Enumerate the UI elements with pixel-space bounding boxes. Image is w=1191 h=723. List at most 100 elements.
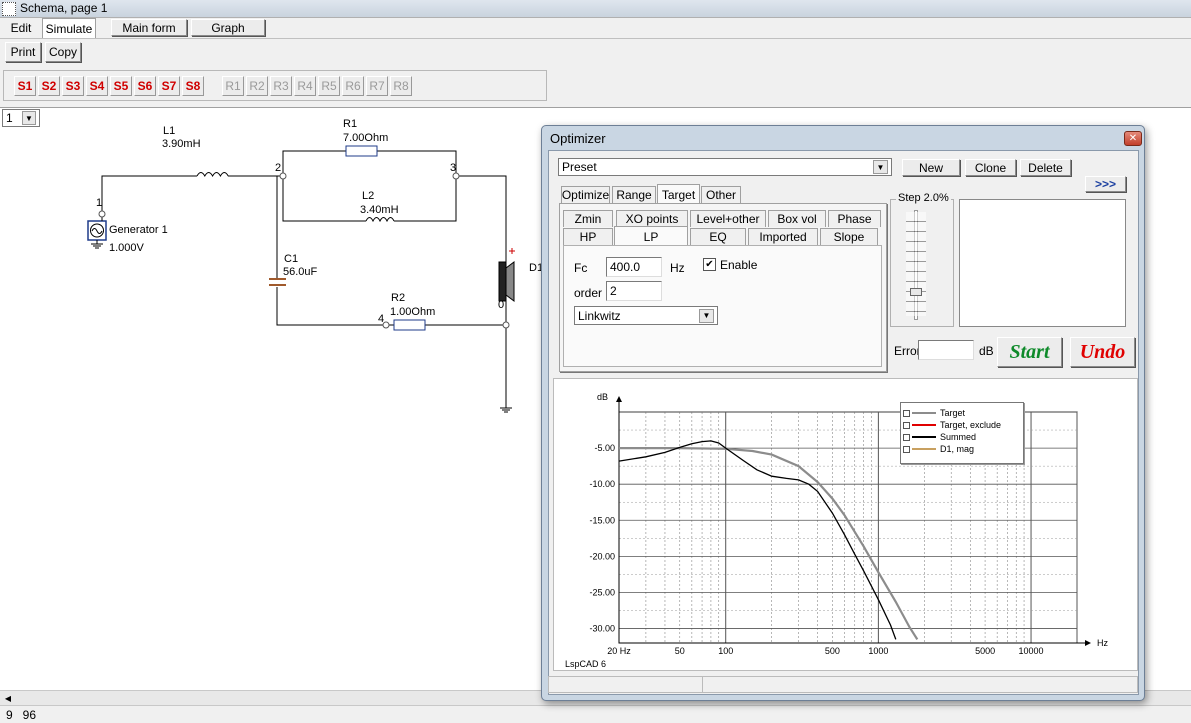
- optimizer-statusbar: [548, 676, 1138, 693]
- label-C1-value: 56.0uF: [283, 266, 318, 278]
- scroll-left-icon[interactable]: ◀: [4, 693, 12, 703]
- delete-button[interactable]: Delete: [1020, 159, 1071, 176]
- snapshot-save-button-2[interactable]: S2: [38, 76, 60, 96]
- tab-xo-points[interactable]: XO points: [616, 210, 688, 227]
- generator-symbol: [87, 203, 107, 249]
- y-tick-label: -15.00: [589, 515, 615, 525]
- error-input[interactable]: [918, 340, 974, 360]
- tab-range[interactable]: Range: [612, 186, 656, 203]
- filter-type-select[interactable]: Linkwitz ▼: [574, 306, 718, 325]
- node-label-1: 1: [96, 197, 103, 209]
- wire: [282, 150, 346, 176]
- node-label-2: 2: [275, 162, 282, 174]
- app-icon: [2, 2, 16, 16]
- tab-imported[interactable]: Imported: [748, 228, 818, 245]
- legend-entry[interactable]: Target, exclude: [903, 419, 1021, 431]
- db-label: dB: [979, 344, 994, 358]
- snapshot-recall-button-5[interactable]: R5: [318, 76, 340, 96]
- snapshot-save-button-5[interactable]: S5: [110, 76, 132, 96]
- new-button[interactable]: New: [902, 159, 960, 176]
- snapshot-recall-button-1[interactable]: R1: [222, 76, 244, 96]
- snapshot-save-button-1[interactable]: S1: [14, 76, 36, 96]
- series-line-summed: [618, 440, 897, 640]
- x-tick-label: 10000: [1019, 646, 1044, 656]
- close-icon[interactable]: ✕: [1124, 131, 1142, 146]
- label-generator-value: 1.000V: [109, 242, 144, 254]
- snapshot-recall-button-8[interactable]: R8: [390, 76, 412, 96]
- tab-hp[interactable]: HP: [563, 228, 613, 245]
- snapshot-save-button-4[interactable]: S4: [86, 76, 108, 96]
- legend-checkbox[interactable]: [903, 445, 910, 453]
- tab-other[interactable]: Other: [701, 186, 741, 203]
- snapshot-save-button-6[interactable]: S6: [134, 76, 156, 96]
- fc-input[interactable]: 400.0: [606, 257, 662, 277]
- legend-label: Summed: [940, 432, 977, 442]
- snapshot-save-button-7[interactable]: S7: [158, 76, 180, 96]
- tab-edit[interactable]: Edit: [2, 19, 40, 37]
- order-input[interactable]: 2: [606, 281, 662, 301]
- statusbar-divider: [702, 677, 703, 692]
- legend-entry[interactable]: Summed: [903, 431, 1021, 443]
- clone-button[interactable]: Clone: [965, 159, 1016, 176]
- chevron-down-icon[interactable]: ▼: [22, 111, 36, 125]
- snapshot-recall-button-7[interactable]: R7: [366, 76, 388, 96]
- snapshot-recall-button-4[interactable]: R4: [294, 76, 316, 96]
- copy-button[interactable]: Copy: [45, 42, 81, 62]
- snapshot-save-button-3[interactable]: S3: [62, 76, 84, 96]
- x-tick-label: 100: [718, 646, 733, 656]
- preset-select[interactable]: Preset ▼: [558, 158, 892, 176]
- legend-checkbox[interactable]: [903, 409, 910, 417]
- inductor-L1: [196, 172, 229, 178]
- schematic-drawing[interactable]: [0, 107, 545, 690]
- snapshot-recall-button-3[interactable]: R3: [270, 76, 292, 96]
- series-line-target: [619, 446, 919, 640]
- legend-label: Target: [940, 408, 966, 418]
- label-R1-value: 7.00Ohm: [343, 132, 389, 144]
- tab-eq[interactable]: EQ: [690, 228, 746, 245]
- x-tick-label: 50: [675, 646, 685, 656]
- undo-button[interactable]: Undo: [1070, 337, 1135, 367]
- start-button[interactable]: Start: [997, 337, 1062, 367]
- snapshot-save-button-8[interactable]: S8: [182, 76, 204, 96]
- x-axis-label: Hz: [1097, 638, 1108, 648]
- step-slider-thumb[interactable]: [910, 288, 922, 296]
- more-button[interactable]: >>>: [1085, 176, 1126, 192]
- resistor-R2: [393, 319, 426, 331]
- legend-checkbox[interactable]: [903, 433, 910, 441]
- page-select[interactable]: 1 ▼: [2, 109, 40, 127]
- tab-target[interactable]: Target: [657, 184, 700, 204]
- enable-checkbox[interactable]: ✔: [703, 258, 716, 271]
- tab-phase[interactable]: Phase: [828, 210, 881, 227]
- legend-checkbox[interactable]: [903, 421, 910, 429]
- legend-entry[interactable]: D1, mag: [903, 443, 1021, 455]
- legend-entry[interactable]: Target: [903, 407, 1021, 419]
- legend-label: D1, mag: [940, 444, 975, 454]
- tab-zmin[interactable]: Zmin: [563, 210, 613, 227]
- graph-button[interactable]: Graph: [191, 19, 265, 36]
- main-form-button[interactable]: Main form: [111, 19, 187, 36]
- tab-level-other[interactable]: Level+other: [690, 210, 766, 227]
- print-button[interactable]: Print: [5, 42, 41, 62]
- snapshot-recall-button-6[interactable]: R6: [342, 76, 364, 96]
- wire: [282, 176, 366, 222]
- legend-swatch: [912, 424, 936, 426]
- results-listbox[interactable]: [959, 199, 1126, 327]
- chevron-down-icon[interactable]: ▼: [873, 160, 888, 174]
- window-title: Schema, page 1: [20, 1, 108, 15]
- filter-type-value: Linkwitz: [578, 308, 621, 323]
- tab-optimize[interactable]: Optimize: [561, 186, 610, 203]
- tab-slope[interactable]: Slope: [820, 228, 878, 245]
- y-tick-label: -5.00: [594, 443, 615, 453]
- ground-symbol: [500, 407, 512, 413]
- tab-box-vol[interactable]: Box vol: [768, 210, 826, 227]
- error-label: Error: [894, 344, 921, 358]
- tab-lp[interactable]: LP: [614, 226, 688, 246]
- legend-swatch: [912, 412, 936, 414]
- snapshot-recall-button-2[interactable]: R2: [246, 76, 268, 96]
- x-tick-label: 500: [825, 646, 840, 656]
- tab-simulate[interactable]: Simulate: [42, 18, 96, 38]
- enable-label: Enable: [720, 258, 758, 272]
- chevron-down-icon[interactable]: ▼: [699, 308, 714, 323]
- y-tick-label: -20.00: [589, 551, 615, 561]
